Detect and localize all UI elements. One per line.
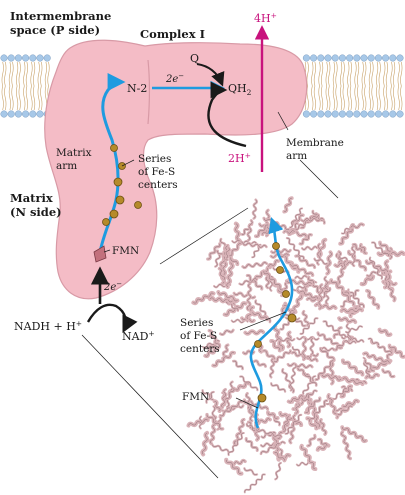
series-label-2: of Fe-S	[138, 166, 175, 178]
matrix-arm-label-2: arm	[56, 160, 77, 172]
membrane-arm-label-2: arm	[286, 150, 307, 162]
intermembrane-label-1: Intermembrane	[10, 9, 111, 23]
matrix-arm-label-1: Matrix	[56, 147, 92, 159]
nadh-label: NADH + H+	[14, 319, 82, 333]
series-label-3: centers	[138, 179, 178, 191]
nadh-oxidation-arrow	[86, 303, 138, 334]
n2-label: N-2	[127, 82, 147, 95]
subunit-divider	[147, 59, 151, 125]
two-h-label: 2H+	[228, 151, 251, 165]
struct-fmn-label: FMN	[182, 391, 209, 403]
leader-bottom	[81, 334, 219, 479]
struct-series-label-3: centers	[180, 343, 220, 355]
lipid-tails	[1, 61, 403, 111]
q-label: Q	[190, 52, 199, 65]
q-reduction-arrow	[196, 63, 225, 87]
lipid-heads-bottom	[0, 110, 404, 118]
lipid-heads-top	[0, 54, 404, 62]
matrix-side-label-2: (N side)	[10, 205, 62, 219]
four-h-label: 4H+	[254, 11, 277, 25]
fmn-label: FMN	[112, 245, 139, 257]
matrix-side-label-1: Matrix	[10, 191, 53, 205]
intermembrane-label-2: space (P side)	[10, 23, 100, 37]
series-label-1: Series	[138, 153, 171, 165]
leader-top	[159, 207, 249, 265]
two-e-bottom-label: 2e−	[103, 280, 122, 293]
complex-i-title: Complex I	[140, 27, 205, 41]
qh2-label: QH2	[228, 82, 252, 97]
fe-s-clusters-schematic	[102, 144, 142, 226]
leader-membrane-arm	[277, 111, 289, 131]
protein-structure	[186, 196, 405, 494]
leader-membrane	[299, 159, 339, 199]
electron-path-structure	[249, 217, 294, 429]
two-e-top-label: 2e−	[165, 72, 184, 85]
fe-s-clusters-structure	[254, 242, 297, 403]
membrane-bilayer	[0, 54, 404, 118]
leader-struct-fmn	[235, 397, 259, 409]
leader-fmn	[103, 249, 111, 253]
leader-struct-series	[239, 311, 287, 331]
membrane-arm-label-1: Membrane	[286, 137, 344, 149]
struct-series-label-2: of Fe-S	[180, 330, 217, 342]
struct-series-label-1: Series	[180, 317, 213, 329]
proton-uptake-arrow	[207, 81, 247, 148]
leader-series	[121, 159, 135, 167]
nad-label: NAD+	[122, 329, 155, 343]
fmn-marker	[93, 245, 107, 263]
complex-i-shape	[44, 39, 308, 300]
